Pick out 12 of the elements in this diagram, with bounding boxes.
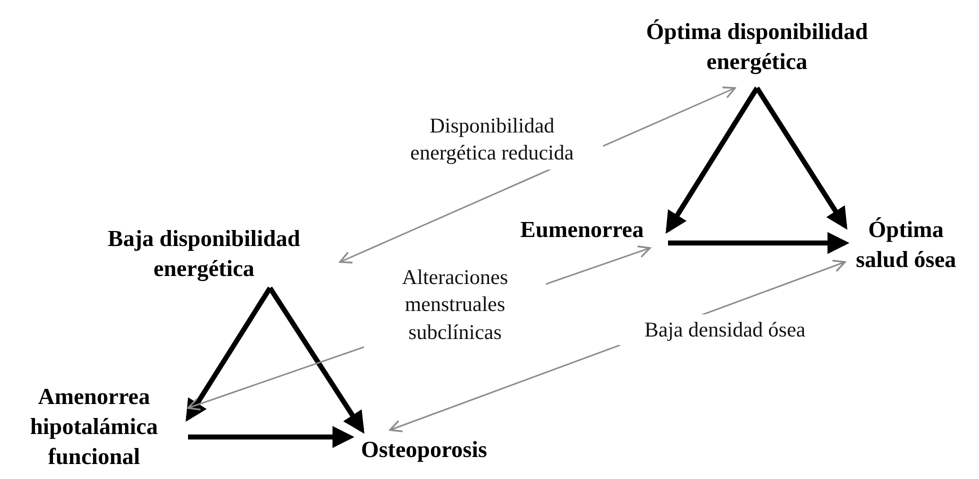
node-label: Óptima disponibilidad energética (645, 18, 869, 76)
node-label: Amenorrea hipotalámica funcional (29, 383, 159, 471)
arrow (188, 426, 354, 448)
node-label: Baja disponibilidad energética (106, 225, 302, 284)
arrow (666, 86, 760, 234)
arrow (186, 286, 272, 422)
arrow (668, 232, 850, 254)
node-label: Osteoporosis (360, 436, 488, 464)
arrow (754, 86, 848, 230)
arrow (268, 286, 364, 434)
node-label: Eumenorrea (520, 216, 644, 244)
node-label: Óptima salud ósea (854, 216, 958, 274)
